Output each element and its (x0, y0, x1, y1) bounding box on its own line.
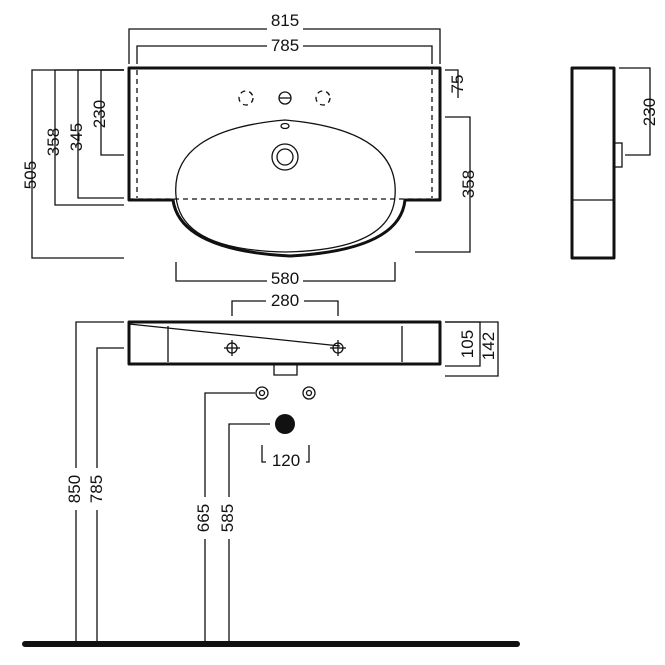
dim-waste-height-585: 585 (218, 504, 237, 532)
dim-depth-358: 358 (44, 128, 63, 156)
dim-358-left-line (54, 69, 124, 206)
tap-hole-left-icon (238, 90, 254, 106)
supply-left-icon (255, 386, 269, 400)
dim-bracket-height-785: 785 (87, 475, 106, 503)
top-view: 815 785 505 358 345 230 75 358 580 (21, 11, 478, 292)
top-view-bowl (175, 119, 396, 253)
supply-right-icon (302, 386, 316, 400)
dim-75-line (445, 69, 459, 98)
dim-rim-height-850: 850 (65, 475, 84, 503)
side-view: 230 (570, 66, 659, 260)
side-view-outline (570, 66, 616, 260)
dim-585-line (228, 423, 270, 642)
drain-outer-icon (271, 143, 299, 171)
supply-right-core (305, 389, 313, 397)
dim-width-inner: 785 (271, 36, 299, 55)
side-view-bracket (613, 142, 623, 168)
installation-view: 120 850 785 665 585 (22, 321, 520, 647)
dim-depth-505: 505 (21, 161, 40, 189)
dim-height-142: 142 (479, 332, 498, 360)
front-view: 280 105 142 (127, 291, 499, 377)
tap-hole-right-icon (315, 90, 331, 106)
dim-142-line (445, 321, 499, 377)
dim-depth-230: 230 (90, 100, 109, 128)
dim-bowl-width-580: 580 (271, 269, 299, 288)
dim-supply-height-665: 665 (194, 504, 213, 532)
waste-point-icon (275, 414, 295, 434)
dim-bracket-spacing-280: 280 (271, 291, 299, 310)
overflow-icon (280, 122, 290, 130)
dim-358-right-line (415, 116, 471, 253)
dim-bowl-358: 358 (459, 170, 478, 198)
front-view-outline (127, 320, 442, 366)
dim-width-overall: 815 (271, 11, 299, 30)
dim-665-line (204, 392, 255, 642)
dim-depth-345: 345 (67, 123, 86, 151)
dim-height-105: 105 (458, 330, 477, 358)
dim-side-depth-230: 230 (640, 98, 659, 126)
top-view-outline (127, 66, 442, 258)
dim-rim-75: 75 (448, 75, 467, 94)
dim-supply-spacing-120: 120 (272, 451, 300, 470)
front-view-slope-line (128, 323, 341, 347)
dim-230-left-line (100, 69, 124, 156)
supply-left-core (258, 389, 266, 397)
drain-inner-icon (276, 148, 294, 166)
dim-785-line (96, 347, 124, 642)
dim-850-line (75, 321, 124, 642)
waste-outlet (273, 364, 298, 376)
dim-side-230-line (619, 67, 651, 156)
